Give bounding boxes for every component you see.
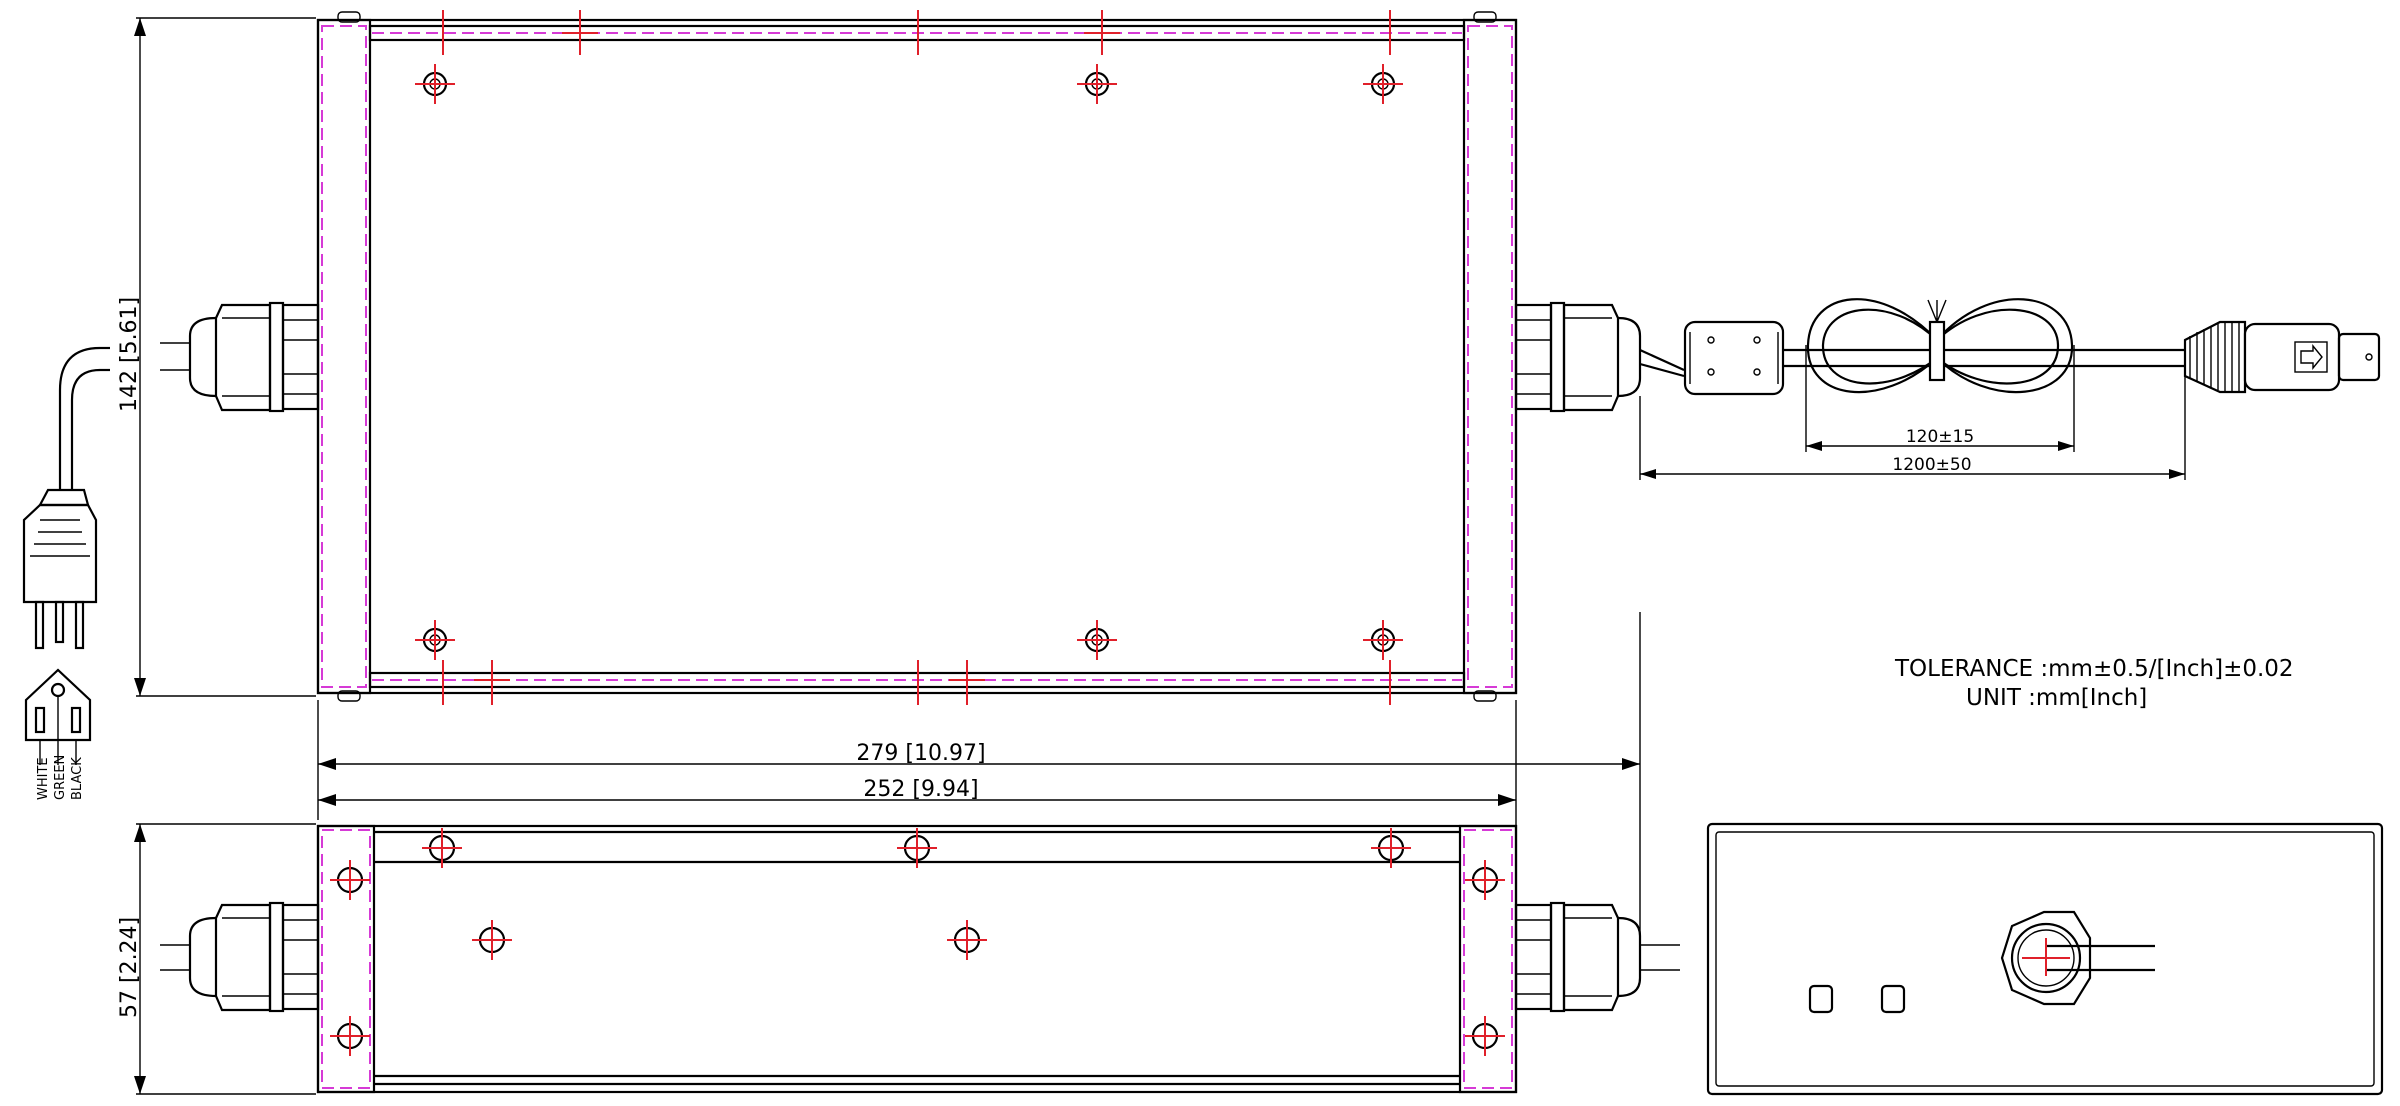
- right-cable-gland: [1514, 301, 1642, 413]
- dc-output-cable: [1639, 298, 2381, 396]
- tolerance-note: TOLERANCE :mm±0.5/[Inch]±0.02: [1894, 656, 2294, 682]
- cable-loop-right: [1936, 298, 2074, 394]
- ac-power-cord: WHITE GREEN BLACK: [22, 346, 110, 800]
- wire-label-white: WHITE: [36, 757, 51, 800]
- left-end-cap: [316, 18, 372, 695]
- indicator-led-1: [1808, 984, 1834, 1014]
- gland-nut: [2000, 910, 2092, 1006]
- wire-label-green: GREEN: [53, 755, 68, 800]
- top-view-dimensions: 142 [5.61] 120±15 1200±50 279 [10.97] 25…: [117, 17, 2186, 940]
- dim-height-side: 57 [2.24]: [117, 917, 142, 1018]
- arrow-icon: [2300, 344, 2323, 370]
- dim-loop: 120±15: [1906, 427, 1974, 447]
- plug-face: [24, 668, 92, 742]
- plug-body: [22, 503, 98, 604]
- ferrite-core: [1683, 320, 1785, 396]
- side-left-gland: [160, 901, 320, 1013]
- dim-length-overall: 279 [10.97]: [856, 741, 985, 766]
- side-right-gland: [1514, 901, 1680, 1013]
- indicator-led-2: [1880, 984, 1906, 1014]
- gland-circle: [2010, 922, 2082, 994]
- mounting-holes-top: [415, 64, 1403, 660]
- plug-strain-relief: [38, 488, 90, 507]
- right-end-cap: [1462, 18, 1518, 695]
- dim-height-top: 142 [5.61]: [117, 297, 142, 412]
- end-view-outline: [1706, 822, 2384, 1096]
- connector-strain-relief: [2183, 320, 2247, 394]
- cable-loop-left: [1806, 298, 1938, 394]
- unit-note: UNIT :mm[Inch]: [1966, 685, 2147, 711]
- wire-label-black: BLACK: [70, 757, 85, 800]
- left-cable-gland: [160, 301, 320, 413]
- dim-length-body: 252 [9.94]: [863, 777, 978, 802]
- side-screws: [330, 828, 1505, 1056]
- side-view: 57 [2.24]: [117, 823, 1680, 1095]
- notes: TOLERANCE :mm±0.5/[Inch]±0.02 UNIT :mm[I…: [1894, 656, 2294, 711]
- dim-cable: 1200±50: [1892, 455, 1971, 475]
- top-view-outline: [316, 18, 1518, 695]
- top-view: [160, 10, 1642, 705]
- end-view: [1706, 822, 2384, 1096]
- dc-connector: [2243, 322, 2341, 392]
